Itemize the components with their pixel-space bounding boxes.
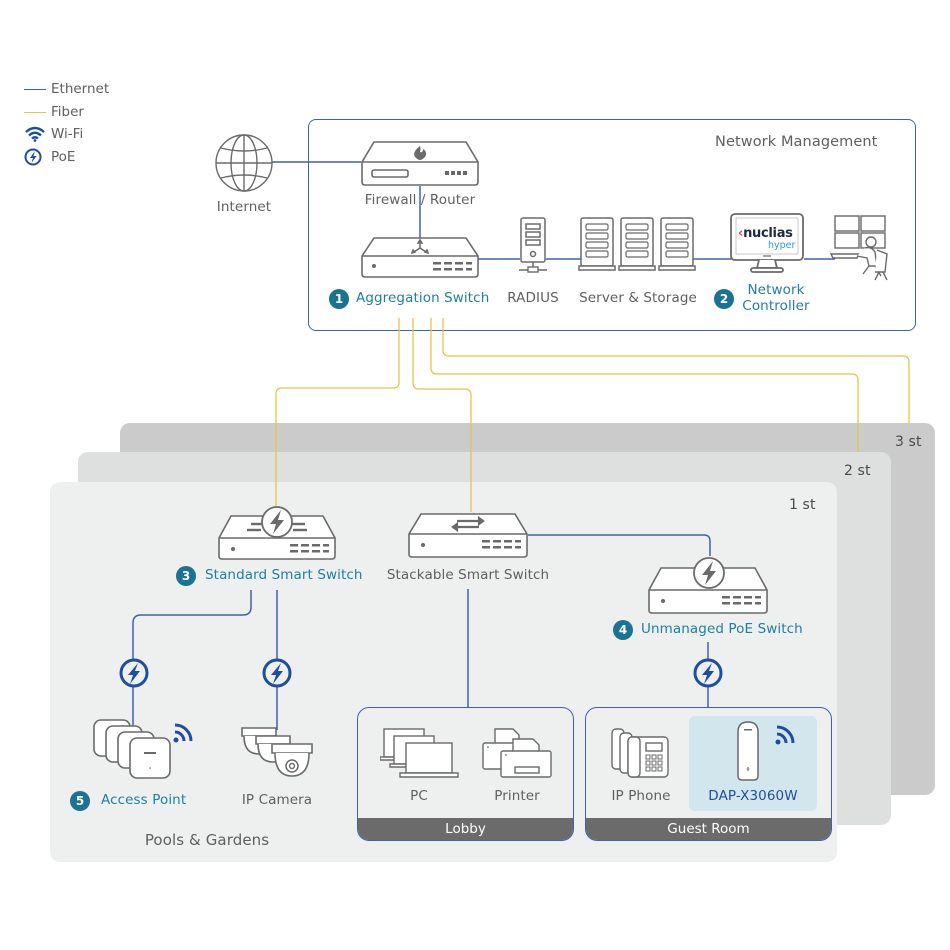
legend-ethernet-label: Ethernet	[51, 81, 110, 97]
floor-2-label: 2 st	[844, 463, 871, 479]
poe-icon-access-point	[119, 658, 149, 688]
unmanaged-poe-switch-badge: 4	[613, 620, 633, 640]
network-controller-badge: 2	[714, 289, 734, 309]
poe-icon-guest-room	[693, 658, 723, 688]
ip-camera-label: IP Camera	[241, 792, 313, 808]
wifi-icon-dap	[775, 725, 795, 745]
standard-smart-switch-badge: 3	[176, 566, 196, 586]
legend-poe: PoE	[24, 148, 75, 166]
server-storage-icon	[578, 217, 696, 271]
legend-poe-label: PoE	[51, 149, 76, 165]
server-storage-label: Server & Storage	[579, 290, 697, 306]
nuclias-hyper: hyper	[768, 240, 796, 251]
unmanaged-poe-switch-label: Unmanaged PoE Switch	[641, 621, 803, 637]
ip-phone-icon	[611, 728, 669, 778]
unmanaged-poe-switch-icon	[648, 557, 768, 614]
floor-1-label: 1 st	[789, 497, 816, 513]
legend-wifi: Wi-Fi	[24, 125, 83, 143]
wifi-icon	[25, 126, 45, 142]
aggregation-switch-badge: 1	[329, 289, 349, 309]
access-point-label: Access Point	[101, 792, 187, 808]
legend-ethernet: Ethernet	[24, 80, 109, 98]
pc-label: PC	[410, 788, 428, 804]
printer-label: Printer	[494, 788, 540, 804]
legend-fiber-label: Fiber	[51, 104, 84, 120]
nuclias-brand: nuclias	[743, 226, 793, 241]
operator-workstation-icon	[829, 215, 888, 281]
printer-icon	[482, 728, 552, 778]
floor-3-label: 3 st	[895, 434, 922, 450]
dap-x3060w-icon	[737, 721, 759, 781]
radius-label: RADIUS	[507, 290, 559, 306]
access-point-badge: 5	[70, 791, 90, 811]
network-controller-label-line1: Network	[747, 282, 805, 298]
aggregation-switch-label: Aggregation Switch	[356, 290, 490, 306]
globe-icon	[215, 134, 273, 192]
fiber-line-icon	[24, 111, 46, 113]
fiber-to-stackable-switch	[412, 318, 472, 512]
stackable-smart-switch-label: Stackable Smart Switch	[386, 567, 550, 583]
ip-camera-icon	[241, 727, 313, 777]
poe-icon-ip-camera	[262, 658, 292, 688]
pc-icon	[380, 728, 459, 778]
nuclias-logo: ‹nuclias	[738, 226, 793, 241]
dap-x3060w-label: DAP-X3060W	[708, 788, 798, 804]
ethernet-line-icon	[24, 88, 46, 90]
internet-label: Internet	[216, 199, 272, 215]
firewall-router-icon	[361, 141, 479, 186]
legend-wifi-label: Wi-Fi	[51, 126, 84, 142]
ip-phone-label: IP Phone	[611, 788, 671, 804]
poe-icon	[24, 148, 42, 166]
firewall-router-label: Firewall / Router	[364, 192, 476, 208]
network-management-title: Network Management	[715, 134, 878, 150]
aggregation-switch-icon	[361, 237, 479, 278]
stackable-smart-switch-icon	[408, 513, 528, 558]
access-point-icon	[93, 719, 171, 779]
nuclias-logo-mark: ‹	[738, 226, 744, 241]
ethernet-standard-ap	[132, 590, 252, 730]
fiber-to-standard-switch	[275, 318, 400, 506]
ethernet-stackable-poe	[528, 534, 711, 556]
lobby-title: Lobby	[358, 818, 573, 840]
radius-server-icon	[519, 217, 547, 273]
network-controller-label-line2: Controller	[742, 298, 810, 314]
legend-fiber: Fiber	[24, 103, 84, 121]
pools-gardens-label: Pools & Gardens	[144, 831, 270, 849]
network-controller-monitor-icon	[730, 213, 804, 273]
wifi-icon-access-point	[173, 723, 193, 743]
standard-smart-switch-label: Standard Smart Switch	[205, 567, 363, 583]
fiber-to-floor-2	[430, 318, 859, 452]
standard-smart-switch-icon	[218, 506, 336, 560]
guest-room-title: Guest Room	[586, 818, 831, 840]
fiber-to-floor-3	[442, 318, 910, 423]
